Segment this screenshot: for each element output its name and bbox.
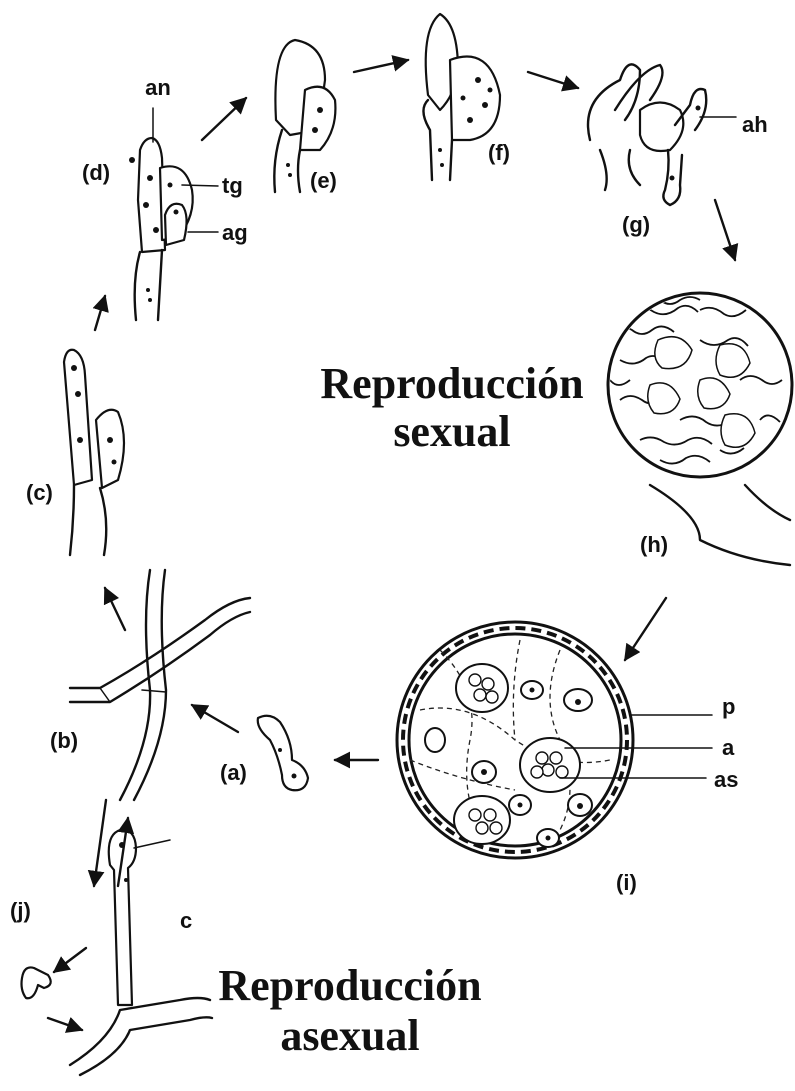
asexual-reproduction-title: Reproducción asexual [218, 961, 481, 1060]
sexual-title-line2: sexual [393, 407, 510, 456]
arrow-conidium-germinate [48, 1018, 82, 1030]
label-i: (i) [616, 870, 637, 895]
label-tg: tg [222, 173, 243, 198]
sexual-reproduction-title: Reproducción sexual [320, 359, 583, 456]
arrow-e-to-f [354, 60, 408, 72]
stage-a-spore [258, 716, 308, 791]
label-a-stage: (a) [220, 760, 247, 785]
label-f: (f) [488, 140, 510, 165]
arrow-f-to-g [528, 72, 578, 88]
label-g: (g) [622, 212, 650, 237]
label-h: (h) [640, 532, 668, 557]
stage-c-drawing [64, 350, 124, 555]
asexual-title-line2: asexual [280, 1011, 419, 1060]
asexual-title-line1: Reproducción [218, 961, 481, 1010]
label-j: (j) [10, 898, 31, 923]
label-as: as [714, 767, 738, 792]
stage-d-drawing [129, 138, 193, 320]
label-ag: ag [222, 220, 248, 245]
label-b: (b) [50, 728, 78, 753]
label-ah: ah [742, 112, 768, 137]
label-a: a [722, 735, 735, 760]
arrow-a-to-b [192, 705, 238, 732]
arrow-c-to-d [95, 296, 105, 330]
label-an: an [145, 75, 171, 100]
label-d: (d) [82, 160, 110, 185]
arrow-h-to-i [625, 598, 666, 660]
arrow-g-to-h [715, 200, 735, 260]
sexual-title-line1: Reproducción [320, 359, 583, 408]
arrow-d-to-e [202, 98, 246, 140]
label-c-conidium: c [180, 908, 192, 933]
label-e: (e) [310, 168, 337, 193]
stage-h-ascocarp [608, 293, 792, 565]
label-c: (c) [26, 480, 53, 505]
stage-j-conidiophore [22, 830, 213, 1075]
arrow-b-to-j [94, 800, 106, 886]
stage-i-cross-section [397, 622, 633, 858]
stage-g-drawing [588, 64, 706, 205]
arrow-conidium-release [54, 948, 86, 972]
arrow-b-to-c [105, 588, 125, 630]
label-p: p [722, 694, 735, 719]
